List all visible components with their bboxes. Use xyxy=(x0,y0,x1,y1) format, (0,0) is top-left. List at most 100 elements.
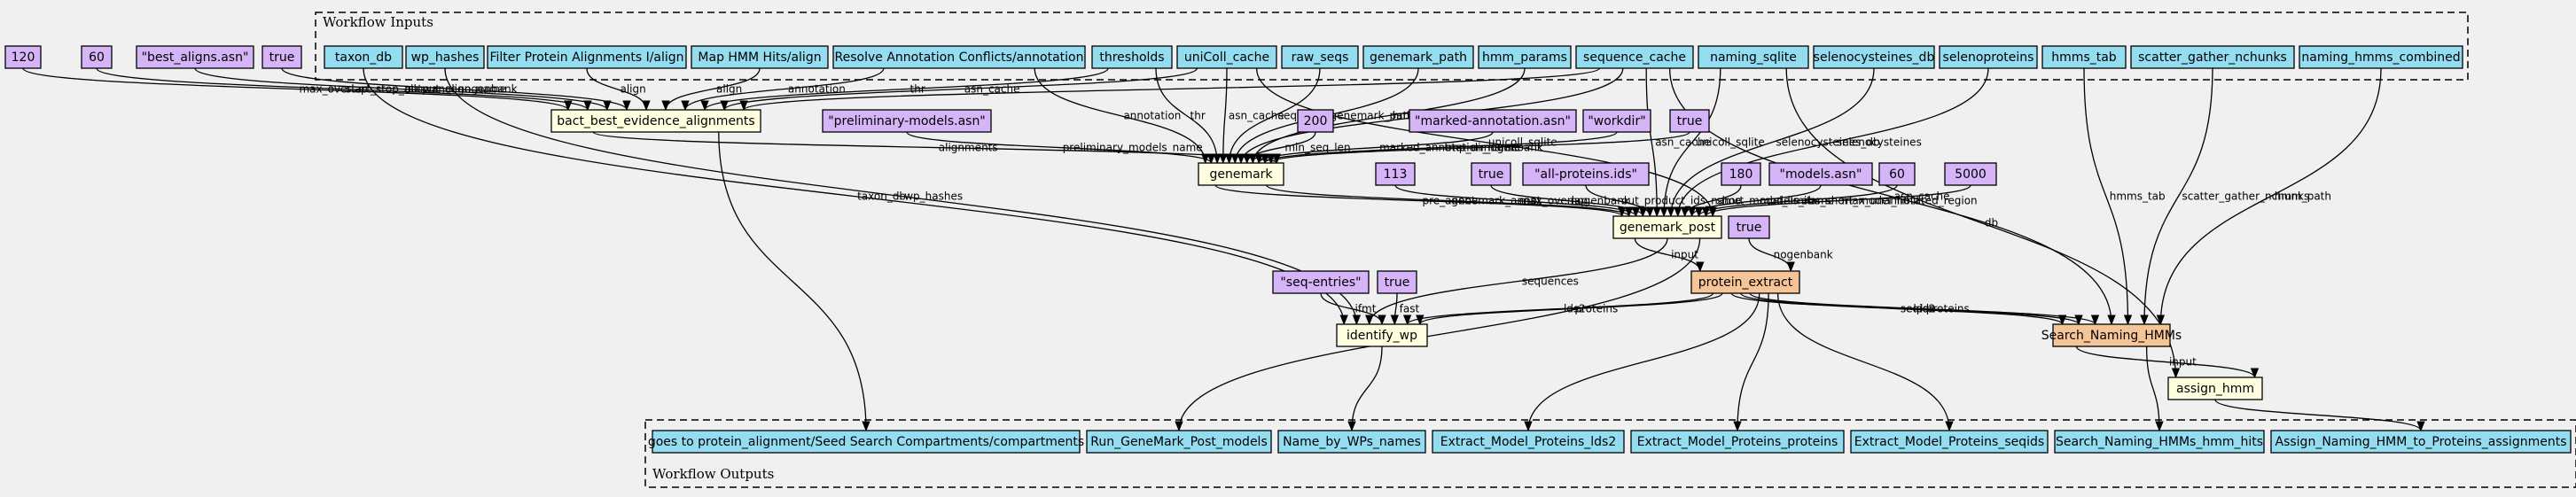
node-c-true5[interactable]: true xyxy=(1377,270,1417,294)
node-c-120[interactable]: 120 xyxy=(4,45,42,69)
edge-c-5000-to-s-genemark-post xyxy=(1701,184,1971,218)
node-c-5000[interactable]: 5000 xyxy=(1944,162,1997,186)
node-in-naming-hmms[interactable]: naming_hmms_combined xyxy=(2299,45,2463,69)
node-c-200[interactable]: 200 xyxy=(1297,109,1334,133)
edge-s-genemark-to-s-genemark-post xyxy=(1266,184,1634,218)
node-in-maphmm[interactable]: Map HMM Hits/align xyxy=(691,45,829,69)
node-in-wp-hashes[interactable]: wp_hashes xyxy=(405,45,485,69)
edge-c-true1-to-s-bact xyxy=(281,67,631,112)
edge-label: lds2 xyxy=(1913,303,1935,315)
node-label: Extract_Model_Proteins_lds2 xyxy=(1440,435,1617,449)
node-c-prelim[interactable]: "preliminary-models.asn" xyxy=(822,109,992,133)
node-s-identify-wp[interactable]: identify_wp xyxy=(1336,323,1428,347)
edge-label: sequences xyxy=(1522,276,1579,288)
node-c-models[interactable]: "models.asn" xyxy=(1768,162,1873,186)
node-label: Map HMM Hits/align xyxy=(698,50,821,65)
node-out-proteins[interactable]: Extract_Model_Proteins_proteins xyxy=(1630,430,1845,454)
node-out-assign[interactable]: Assign_Naming_HMM_to_Proteins_assignment… xyxy=(2270,430,2572,454)
edge-c-true2-to-s-genemark xyxy=(1267,131,1690,165)
edge-c-seqentries-to-s-identify-wp xyxy=(1320,292,1386,326)
edge-label: db xyxy=(1985,217,1998,229)
edge-in-naming-sqlite-to-s-genemark-post xyxy=(1659,67,1721,218)
node-label: scatter_gather_nchunks xyxy=(2138,50,2287,65)
edge-label: tmp_dir_name xyxy=(1444,142,1520,154)
edge-in-naming-hmms-to-s-search xyxy=(2156,67,2382,326)
node-out-lds2[interactable]: Extract_Model_Proteins_lds2 xyxy=(1432,430,1625,454)
edge-label: selenocysteines_db xyxy=(1776,136,1879,149)
edge-label: nogenbank xyxy=(457,83,517,96)
node-c-workdir[interactable]: "workdir" xyxy=(1582,109,1651,133)
node-out-name-wp[interactable]: Name_by_WPs_names xyxy=(1277,430,1426,454)
node-s-protein-extract[interactable]: protein_extract xyxy=(1690,270,1800,294)
node-c-113[interactable]: 113 xyxy=(1375,162,1416,186)
node-in-unicoll[interactable]: uniColl_cache xyxy=(1176,45,1277,69)
node-in-naming-sqlite[interactable]: naming_sqlite xyxy=(1698,45,1809,69)
node-out-seqids[interactable]: Extract_Model_Proteins_seqids xyxy=(1850,430,2049,454)
edge-in-sequence-cache-to-s-bact xyxy=(739,67,1601,112)
edge-label: alignments xyxy=(939,142,998,154)
node-c-60b[interactable]: 60 xyxy=(1878,162,1916,186)
node-c-true2[interactable]: true xyxy=(1669,109,1710,133)
node-in-scatter[interactable]: scatter_gather_nchunks xyxy=(2130,45,2295,69)
node-in-selenoproteins[interactable]: selenoproteins xyxy=(1939,45,2038,69)
node-c-true4[interactable]: true xyxy=(1728,215,1770,239)
edge-label: proteins xyxy=(1926,303,1970,315)
node-label: 200 xyxy=(1304,114,1328,128)
node-in-genemark-path[interactable]: genemark_path xyxy=(1362,45,1474,69)
node-s-assign[interactable]: assign_hmm xyxy=(2167,377,2263,400)
node-label: "best_aligns.asn" xyxy=(142,50,249,65)
node-label: true xyxy=(1677,114,1703,128)
edge-c-true5-to-s-identify-wp xyxy=(1390,292,1399,326)
edge-s-genemark-to-s-genemark-post xyxy=(1214,184,1627,218)
node-s-genemark-post[interactable]: genemark_post xyxy=(1612,215,1722,239)
node-label: bact_best_evidence_alignments xyxy=(557,114,754,128)
node-out-run-gm[interactable]: Run_GeneMark_Post_models xyxy=(1086,430,1272,454)
edge-in-hmms-tab-to-s-search xyxy=(2083,67,2133,326)
node-in-thresholds[interactable]: thresholds xyxy=(1091,45,1173,69)
edge-label: proteins xyxy=(1574,303,1618,315)
node-c-allprot[interactable]: "all-proteins.ids" xyxy=(1522,162,1650,186)
edge-label: max_overlap xyxy=(1519,195,1588,207)
node-s-genemark[interactable]: genemark xyxy=(1198,162,1284,186)
node-in-selenocys-db[interactable]: selenocysteines_db xyxy=(1813,45,1935,69)
node-label: naming_hmms_combined xyxy=(2301,50,2460,65)
node-label: true xyxy=(269,50,295,65)
node-s-search[interactable]: Search_Naming_HMMs xyxy=(2041,323,2182,347)
node-in-sequence-cache[interactable]: sequence_cache xyxy=(1575,45,1694,69)
edge-in-naming-sqlite-to-s-assign xyxy=(1785,67,2181,379)
node-in-resolve[interactable]: Resolve Annotation Conflicts/annotation xyxy=(832,45,1086,69)
node-c-marked[interactable]: "marked-annotation.asn" xyxy=(1409,109,1577,133)
node-in-taxon-db[interactable]: taxon_db xyxy=(324,45,403,69)
edge-s-search-to-s-assign xyxy=(2075,346,2260,379)
edge-in-unicoll-to-s-genemark xyxy=(1219,67,1228,165)
edge-s-genemark-post-to-s-identify-wp xyxy=(1365,237,1668,326)
node-label: goes to protein_alignment/Seed Search Co… xyxy=(648,435,1084,449)
node-out-hmm-hits[interactable]: Search_Naming_HMMs_hmm_hits xyxy=(2054,430,2265,454)
node-label: "all-proteins.ids" xyxy=(1534,167,1637,182)
node-c-true1[interactable]: true xyxy=(262,45,302,69)
node-c-seqentries[interactable]: "seq-entries" xyxy=(1272,270,1370,294)
node-in-filter[interactable]: Filter Protein Alignments I/align xyxy=(487,45,687,69)
edge-label: nogenbank xyxy=(1571,195,1630,207)
edge-label: annotation xyxy=(788,83,846,96)
node-in-hmm-params[interactable]: hmm_params xyxy=(1478,45,1572,69)
node-c-180[interactable]: 180 xyxy=(1721,162,1761,186)
node-out-goes[interactable]: goes to protein_alignment/Seed Search Co… xyxy=(648,430,1084,454)
edge-label: asn_cache xyxy=(1229,110,1284,122)
edge-s-protein-extract-to-s-identify-wp xyxy=(1416,292,1723,326)
node-label: assign_hmm xyxy=(2176,382,2254,396)
node-label: sequence_cache xyxy=(1583,50,1686,65)
edge-label: output_align_name xyxy=(404,83,506,96)
edge-label: annotation xyxy=(1123,110,1181,122)
edge-label: preliminary_models_name xyxy=(1063,142,1203,154)
edge-label: asn_cache xyxy=(1894,190,1950,203)
edge-label: models_name xyxy=(1760,195,1834,207)
edge-c-120-to-s-bact xyxy=(22,67,573,112)
node-c-60a[interactable]: 60 xyxy=(81,45,113,69)
edge-in-selenocys-db-to-s-genemark-post xyxy=(1667,67,1875,218)
node-s-bact[interactable]: bact_best_evidence_alignments xyxy=(550,109,761,133)
node-c-true3[interactable]: true xyxy=(1471,162,1511,186)
node-in-raw-seqs[interactable]: raw_seqs xyxy=(1281,45,1359,69)
node-in-hmms-tab[interactable]: hmms_tab xyxy=(2041,45,2127,69)
node-c-best[interactable]: "best_aligns.asn" xyxy=(136,45,254,69)
